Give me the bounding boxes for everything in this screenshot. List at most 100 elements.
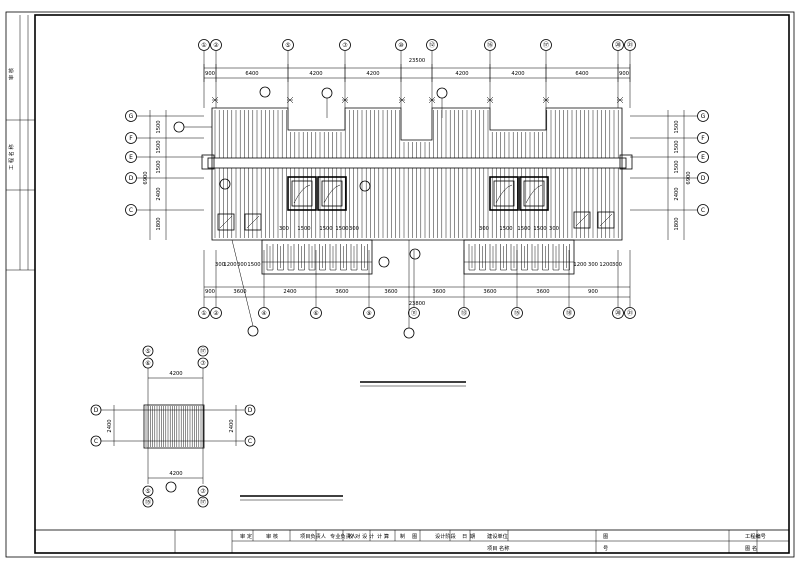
callout-circle (321, 87, 333, 99)
elevator-box (489, 176, 519, 211)
roof-hatching (214, 110, 619, 238)
detail-bottom-bubble-label: ⑦ (200, 488, 206, 495)
step-dim-right: 1200 (573, 262, 586, 268)
detail-width-dim-top: 4200 (169, 371, 182, 377)
balcony-dim-left: 1500 (335, 226, 348, 232)
drain-mark (341, 96, 349, 104)
bottom-axis-bubble-label: ④ (261, 310, 266, 317)
left-row-bubble: G (125, 110, 137, 122)
left-row-bubble-label: G (129, 113, 134, 120)
titleblock-cell: 计 算 (377, 532, 389, 540)
drain-mark (428, 96, 436, 104)
left-row-bubble-label: D (129, 175, 134, 182)
right-total-dim: 6900 (686, 171, 692, 184)
bottom-axis-bubble: ② (210, 307, 222, 319)
titleblock-cell: 期 (470, 533, 475, 540)
right-row-bubble: G (697, 110, 709, 122)
titleblock-cell: 工程编号 (745, 532, 766, 540)
balcony-dim-right: 300 (479, 226, 489, 232)
bottom-axis-bubble-label: ⑳ (615, 309, 621, 317)
detail-row-bubble: D (90, 404, 102, 416)
balcony-dim-right: 1500 (499, 226, 512, 232)
elevator-box (287, 176, 317, 211)
titleblock-cell: 审 核 (266, 532, 278, 540)
top-axis-bubble-label: ⑤ (285, 42, 290, 49)
bottom-axis-bubble-label: ㉑ (627, 309, 633, 317)
balcony-dim-right: 300 (549, 226, 559, 232)
left-row-bubble: F (125, 132, 137, 144)
drain-mark (286, 96, 294, 104)
top-axis-bubble: ⑤ (282, 39, 294, 51)
step-dim-left: 300 (237, 262, 247, 268)
top-axis-bubble: ⑳ (612, 39, 624, 51)
step-dim-right: 1200 (599, 262, 612, 268)
top-segment-dim: 4200 (366, 71, 379, 77)
bottom-axis-bubble-label: ⑨ (366, 310, 371, 317)
detail-bottom-bubble: ⑤ (142, 485, 154, 497)
balcony-railing (261, 239, 373, 275)
detail-roof-block (143, 404, 205, 449)
binding-strip: 审 核 工 程 名 称 (6, 15, 35, 271)
top-segment-dim: 900 (619, 71, 629, 77)
detail-width-dim-bottom: 4200 (169, 471, 182, 477)
top-axis-bubble: ① (198, 39, 210, 51)
detail-row-bubble-label: D (94, 407, 99, 414)
sheet-outer-border (5, 11, 795, 558)
right-row-bubble-label: D (701, 175, 706, 182)
top-axis-bubble: ⑫ (426, 39, 438, 51)
bottom-segment-dim: 900 (205, 289, 215, 295)
bottom-axis-bubble-label: ⑬ (461, 309, 467, 317)
bottom-axis-bubble-label: ⑱ (566, 309, 572, 317)
detail-row-bubble-right-label: C (248, 438, 252, 445)
right-segment-dim: 2400 (674, 187, 680, 200)
detail-bottom-bubble: ⑮ (142, 496, 154, 508)
bottom-segment-dim: 3600 (384, 289, 397, 295)
detail-bottom-bubble-label: ⑰ (200, 498, 206, 506)
balcony-dim-left: 300 (349, 226, 359, 232)
callout-circle (219, 178, 231, 190)
left-row-bubble: E (125, 151, 137, 163)
detail-top-bubble: ⑥ (142, 357, 154, 369)
bottom-axis-bubble-label: ⑮ (514, 309, 520, 317)
left-total-dim: 6900 (143, 171, 149, 184)
top-axis-bubble: ⑦ (339, 39, 351, 51)
balcony-dim-left: 1500 (297, 226, 310, 232)
skylight-window (217, 213, 235, 231)
left-row-bubble: C (125, 204, 137, 216)
bottom-segment-dim: 2400 (283, 289, 296, 295)
bottom-axis-bubble: ⑪ (408, 307, 420, 319)
detail-bottom-bubble: ⑦ (197, 485, 209, 497)
callout-circle (436, 87, 448, 99)
drain-mark (211, 96, 219, 104)
right-segment-dim: 1500 (674, 120, 680, 133)
skylight-window (597, 211, 615, 229)
top-axis-bubble-label: ㉑ (627, 41, 633, 49)
callout-leader (231, 239, 254, 327)
detail-top-bubble-label: ⑰ (200, 347, 206, 355)
right-row-bubble: F (697, 132, 709, 144)
left-segment-dim: 2400 (156, 187, 162, 200)
elevator-box (519, 176, 549, 211)
bottom-segment-dim: 3600 (233, 289, 246, 295)
elevator-box (317, 176, 347, 211)
right-row-bubble: C (697, 204, 709, 216)
left-row-bubble: D (125, 172, 137, 184)
title-block: 审 定审 核项目负责人专业负责人校对设 计计 算制图设计阶段日期建设单位项目 名… (34, 529, 790, 554)
balcony-dim-left: 1500 (319, 226, 332, 232)
ridge-band (207, 157, 627, 169)
skylight-window (573, 211, 591, 229)
callout-circle (259, 86, 271, 98)
left-segment-dim: 1500 (156, 140, 162, 153)
detail-top-bubble-label: ⑤ (145, 348, 150, 355)
titleblock-cell: 对 (355, 532, 360, 540)
bottom-axis-bubble: ⑨ (363, 307, 375, 319)
skylight-window (244, 213, 262, 231)
detail-row-bubble: C (90, 435, 102, 447)
top-segment-dim: 4200 (309, 71, 322, 77)
bottom-axis-bubble: ① (198, 307, 210, 319)
top-axis-bubble-label: ⑦ (342, 42, 348, 49)
bottom-segment-dim: 3600 (536, 289, 549, 295)
titleblock-cell: 日 (462, 533, 467, 540)
